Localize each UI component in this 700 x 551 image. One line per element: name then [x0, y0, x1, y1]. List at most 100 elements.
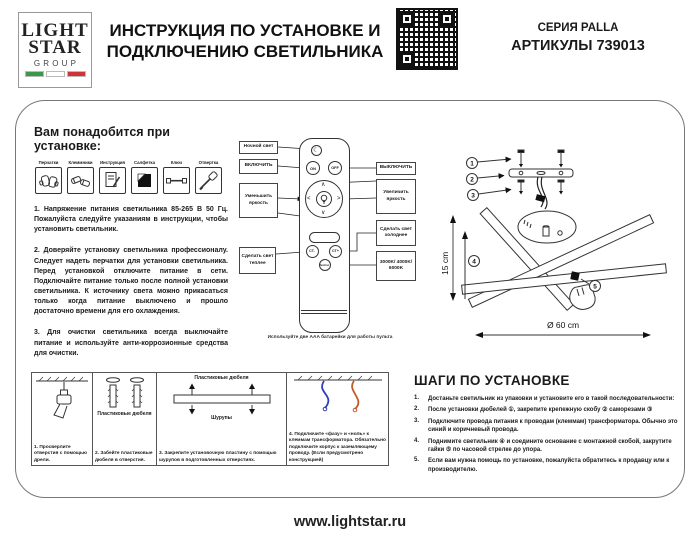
preparation-column: Вам понадобится при установке: Перчатки …	[34, 125, 228, 359]
on-button[interactable]: ON	[306, 161, 320, 175]
phase-neutral-wires-icon	[293, 375, 382, 413]
diagram-callouts	[466, 156, 601, 292]
ct-plus-button[interactable]: CT+	[329, 244, 342, 258]
gloves-icon	[39, 175, 59, 188]
tool-manual: Инструкция	[98, 160, 127, 194]
italian-flag-icon	[24, 70, 86, 77]
panel-caption: 2. Забейте пластиковые дюбеля в отверсти…	[95, 451, 153, 463]
panel-dowels: Пластиковые дюбеля 2. Забейте пластиковы…	[93, 372, 157, 466]
panel-caption: 1. Просверлите отверстия с помощью дрели…	[34, 444, 88, 463]
lightstar-logo: LIGHT STAR GROUP	[18, 12, 92, 88]
callout-brighten: Увеличить яркость	[376, 179, 416, 214]
panel-drill: 1. Просверлите отверстия с помощью дрели…	[31, 372, 93, 466]
brightness-up-arrow-icon[interactable]: ∧	[321, 181, 326, 188]
installation-panels: 1. Просверлите отверстия с помощью дрели…	[31, 372, 389, 466]
bulb-icon	[320, 194, 328, 204]
website-url: www.lightstar.ru	[293, 514, 407, 530]
screws-label: Шурупы	[211, 415, 232, 421]
moon-icon: ☾	[313, 147, 319, 154]
page-title: ИНСТРУКЦИЯ ПО УСТАНОВКЕ И ПОДКЛЮЧЕНИЮ СВ…	[95, 20, 395, 63]
callout-turn-on: ВКЛЮЧИТЬ	[239, 159, 278, 174]
panel-caption: 4. Подключите «фазу» и «ноль» к клеммам …	[289, 431, 386, 463]
callout-cooler: Сделать свет холоднее	[376, 220, 416, 246]
mounting-bracket	[508, 168, 574, 178]
key-icon	[166, 178, 187, 184]
note-2: 2. Доверяйте установку светильника профе…	[34, 247, 228, 316]
callout-1-number: 1	[470, 160, 474, 167]
plate-screws-icon	[173, 383, 270, 415]
dowels-icon	[105, 377, 144, 408]
wide-oval-button[interactable]	[309, 232, 340, 243]
fixture-bars	[461, 206, 667, 312]
manual-icon	[105, 172, 121, 188]
callout-dim: Уменьшить яркость	[239, 183, 278, 218]
tool-gloves: Перчатки	[34, 160, 63, 194]
tool-key: Ключ	[162, 160, 191, 194]
dowels-top-label: Пластиковые дюбеля	[194, 375, 249, 381]
tool-napkin: Салфетка	[130, 160, 159, 194]
instruction-sheet: Вам понадобится при установке: Перчатки …	[15, 100, 685, 498]
night-light-button[interactable]: ☾	[310, 144, 322, 156]
ct-minus-button[interactable]: CT-	[305, 244, 319, 258]
battery-note: Используйте две AAA батарейки для работы…	[267, 335, 393, 340]
step-row: 2. После установки дюбелей ①, закрепите …	[414, 406, 653, 414]
callout-turn-off: ВЫКЛЮЧИТЬ	[376, 162, 416, 175]
step-row: 5. Если вам нужна помощь по установке, п…	[414, 457, 670, 473]
header-right: СЕРИЯ PALLA АРТИКУЛЫ 739013	[478, 22, 678, 54]
right-arrow-icon[interactable]: >	[337, 195, 341, 202]
brightness-down-arrow-icon[interactable]: ∨	[321, 210, 326, 216]
logo-line1: LIGHT	[21, 20, 89, 42]
panel-wires: 4. Подключите «фазу» и «ноль» к клеммам …	[287, 372, 389, 466]
wire-clamps-icon	[70, 176, 91, 187]
installation-steps: ШАГИ ПО УСТАНОВКЕ 1. Достаньте светильни…	[414, 373, 678, 477]
step-row: 3. Подключите провода питания к проводам…	[414, 417, 678, 434]
lock-nut	[570, 271, 580, 281]
callout-2-number: 2	[470, 176, 474, 183]
height-dimension	[450, 215, 456, 301]
wire-connector	[535, 194, 546, 203]
fixture-diagram: 1 2 3 4 5 15 cm Ø 60 cm	[440, 149, 667, 338]
step-row: 4. Поднимите светильник ④ и соедините ос…	[414, 437, 672, 453]
qr-code	[396, 8, 458, 70]
callout-warmer: Сделать свет теплее	[239, 247, 276, 274]
mount-screws-top	[517, 149, 565, 168]
step-row: 1. Достаньте светильник из упаковки и ус…	[414, 395, 675, 402]
left-arrow-icon[interactable]: <	[307, 195, 311, 202]
battery-cover-line	[300, 310, 347, 311]
tool-screwdriver: Отвертка	[194, 160, 223, 194]
callout-4-number: 4	[472, 258, 476, 265]
note-1: 1. Напряжение питания светильника 85-265…	[34, 206, 228, 234]
callout-3-number: 3	[471, 192, 475, 199]
logo-line3: GROUP	[33, 58, 80, 68]
page-title-line1: ИНСТРУКЦИЯ ПО УСТАНОВКЕ И	[109, 21, 381, 40]
panel-caption: 3. Закрепите установочную пластину с пом…	[159, 451, 277, 463]
callout-night-light: Ночной свет	[239, 141, 278, 154]
steps-heading: ШАГИ ПО УСТАНОВКЕ	[414, 373, 570, 388]
dpad-ring[interactable]	[305, 180, 343, 218]
articles-label: АРТИКУЛЫ 739013	[511, 38, 645, 54]
off-button[interactable]: OFF	[328, 161, 342, 175]
screwdriver-icon	[199, 171, 218, 191]
prep-heading: Вам понадобится при установке:	[34, 125, 170, 153]
callout-5-number: 5	[593, 283, 597, 290]
logo-line2: STAR	[28, 37, 82, 58]
tools-row: Перчатки Клеммники Инструкция	[34, 160, 228, 194]
bulb-center-button[interactable]	[316, 191, 332, 207]
battery-cover-line2	[300, 313, 347, 314]
page-title-line2: ПОДКЛЮЧЕНИЮ СВЕТИЛЬНИКА	[106, 42, 384, 62]
canopy	[517, 210, 577, 244]
section-button[interactable]: Section	[318, 259, 331, 271]
diameter-dimension	[475, 332, 651, 338]
tool-clamps: Клеммники	[66, 160, 95, 194]
note-3: 3. Для очистки светильника всегда выключ…	[34, 329, 228, 357]
height-label: 15 cm	[440, 252, 450, 275]
remote-diagram: ☾ ON OFF ∧ ∨ < > CT- CT+ Section Ночной …	[229, 134, 431, 349]
series-label: СЕРИЯ PALLA	[537, 22, 619, 34]
mount-screws-bottom	[517, 179, 565, 195]
drill-icon	[36, 376, 88, 419]
supply-wires	[536, 176, 548, 210]
hand	[569, 284, 596, 310]
diameter-label: Ø 60 cm	[547, 320, 579, 330]
dowels-label: Пластиковые дюбеля	[97, 411, 152, 417]
panel-plate: Пластиковые дюбеля Шурупы 3. Закрепите у…	[157, 372, 287, 466]
